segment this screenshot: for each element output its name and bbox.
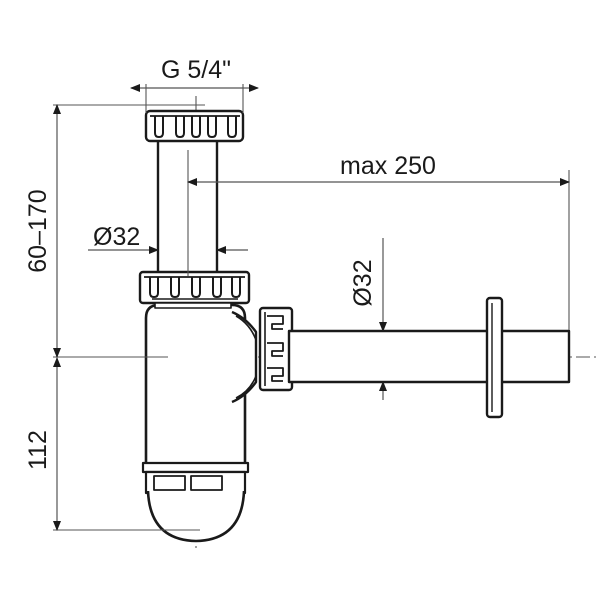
bottom-dome: [146, 490, 246, 543]
max-reach-label: max 250: [340, 152, 436, 180]
wall-rosette: [485, 296, 504, 419]
inlet-nut: [144, 109, 245, 143]
dimension-inlet-diameter: Ø32: [88, 223, 248, 254]
body-nut: [138, 270, 251, 309]
outlet-diameter-label: Ø32: [349, 259, 377, 306]
inlet-height-range-label: 60–170: [24, 189, 52, 272]
dimension-trap-depth: 112: [24, 357, 61, 531]
thread-size-label: G 5/4": [161, 56, 231, 84]
dimension-inlet-height-range: 60–170: [24, 104, 61, 358]
dimension-thread-size: G 5/4": [130, 56, 259, 92]
trap-depth-label: 112: [24, 430, 52, 470]
part-outline: [138, 109, 571, 543]
dimension-max-reach: max 250: [187, 152, 570, 186]
outlet-pipe: [287, 329, 571, 384]
side-elbow: [231, 310, 258, 404]
bottle-body: [144, 303, 247, 468]
dimension-outlet-diameter: Ø32: [349, 238, 387, 400]
side-outlet-nut: [258, 306, 294, 392]
inlet-diameter-label: Ø32: [93, 223, 140, 251]
extension-lines: [53, 84, 570, 531]
bottom-cap: [141, 461, 250, 495]
